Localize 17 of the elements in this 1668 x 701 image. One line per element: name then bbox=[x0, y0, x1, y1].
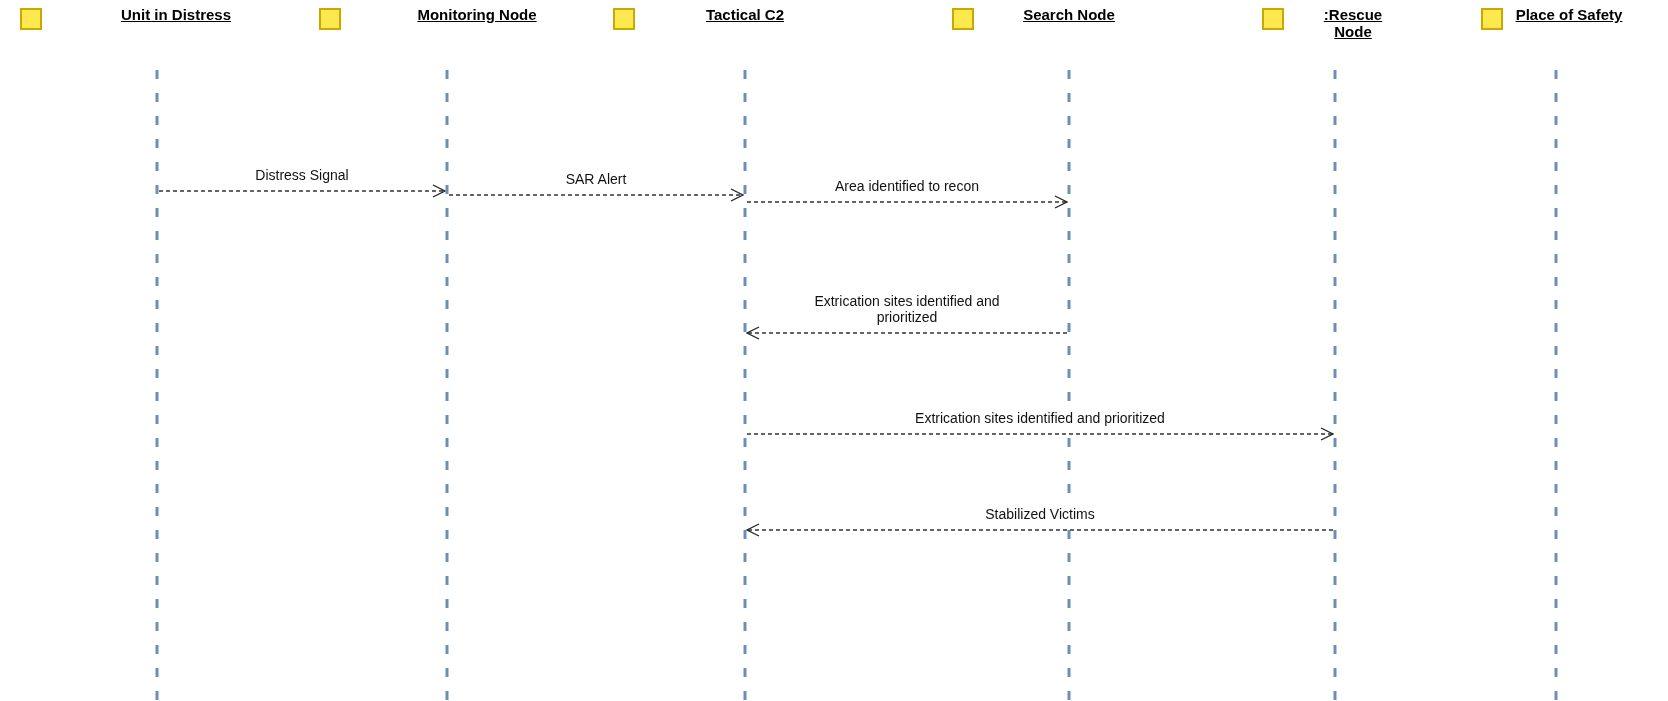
message-arrow bbox=[746, 326, 1068, 340]
edge-label: Extrication sites identified and prioritized bbox=[913, 410, 1167, 426]
edge-label: Distress Signal bbox=[253, 167, 351, 183]
edge-label: Area identified to recon bbox=[833, 178, 981, 194]
lifeline-header: Search Node bbox=[1022, 6, 1116, 23]
edge-label: SAR Alert bbox=[563, 171, 629, 187]
lifeline-header: :Rescue Node bbox=[1323, 6, 1383, 40]
lifeline-header: Monitoring Node bbox=[416, 6, 538, 23]
message-arrow bbox=[746, 195, 1068, 209]
message-arrow bbox=[448, 188, 744, 202]
message-arrow bbox=[158, 184, 446, 198]
message-arrow bbox=[746, 427, 1334, 441]
lifeline-header: Tactical C2 bbox=[704, 6, 786, 23]
message-arrow bbox=[746, 523, 1334, 537]
lifeline-header: Place of Safety bbox=[1514, 6, 1624, 23]
edge-label: Stabilized Victims bbox=[983, 506, 1097, 522]
lifeline-header: Unit in Distress bbox=[120, 6, 232, 23]
